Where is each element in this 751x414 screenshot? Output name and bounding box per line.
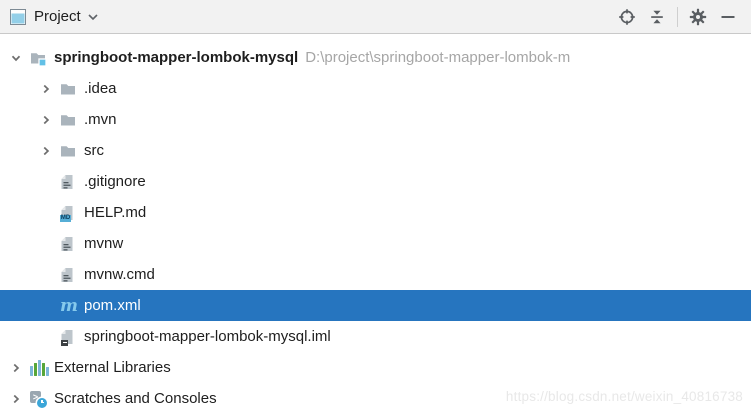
locate-file-icon[interactable] xyxy=(616,6,638,28)
maven-icon: m xyxy=(60,295,78,316)
tree-row-src[interactable]: src xyxy=(0,135,751,166)
panel-title: Project xyxy=(34,8,81,25)
chevron-right-icon[interactable] xyxy=(38,81,54,97)
chevron-down-icon[interactable] xyxy=(8,50,24,66)
iml-badge xyxy=(61,339,68,346)
tree-row-idea[interactable]: .idea xyxy=(0,73,751,104)
tree-row-iml[interactable]: springboot-mapper-lombok-mysql.iml xyxy=(0,321,751,352)
collapse-all-icon[interactable] xyxy=(646,6,668,28)
tool-window-header: Project xyxy=(0,0,751,34)
text-file-icon xyxy=(60,267,78,283)
chevron-down-icon[interactable] xyxy=(88,13,98,21)
md-badge: MD xyxy=(60,214,71,222)
chevron-right-icon[interactable] xyxy=(38,112,54,128)
folder-icon xyxy=(60,143,78,159)
tree-row-help-md[interactable]: MD HELP.md xyxy=(60,203,147,222)
tree-row-pom-xml[interactable]: m pom.xml xyxy=(0,290,751,321)
chevron-right-icon[interactable] xyxy=(8,360,24,376)
libraries-icon xyxy=(30,359,49,376)
text-file-icon xyxy=(60,174,78,190)
clock-badge xyxy=(37,397,47,408)
markdown-file-icon: MD xyxy=(60,205,78,222)
scratches-icon: > xyxy=(30,390,48,408)
tree-row-gitignore[interactable]: .gitignore xyxy=(0,166,751,197)
tree-row-mvnw[interactable]: mvnw xyxy=(0,228,751,259)
tree-row-mvnw-cmd[interactable]: mvnw.cmd xyxy=(0,259,751,290)
project-toolwindow-icon xyxy=(10,8,26,25)
folder-icon xyxy=(60,112,78,128)
tree-row-scratches-consoles[interactable]: > Scratches and Consoles xyxy=(0,383,751,414)
text-file-icon xyxy=(60,236,78,252)
project-tree: springboot-mapper-lombok-mysql D:\project… xyxy=(0,34,751,414)
folder-icon xyxy=(60,81,78,97)
hide-panel-icon[interactable] xyxy=(717,6,739,28)
iml-file-icon xyxy=(60,329,78,346)
gear-icon[interactable] xyxy=(687,6,709,28)
project-root-name: springboot-mapper-lombok-mysql xyxy=(54,48,299,66)
header-separator xyxy=(677,6,678,27)
tree-row-external-libraries[interactable]: External Libraries xyxy=(0,352,751,383)
project-root-folder-icon xyxy=(30,50,48,66)
chevron-right-icon[interactable] xyxy=(38,143,54,159)
project-root-path: D:\project\springboot-mapper-lombok-m xyxy=(305,48,571,66)
tree-row-mvn[interactable]: .mvn xyxy=(0,104,751,135)
chevron-right-icon[interactable] xyxy=(8,391,24,407)
csdn-watermark: https://blog.csdn.net/weixin_40816738 xyxy=(505,389,743,404)
tree-row-project-root[interactable]: springboot-mapper-lombok-mysql D:\project… xyxy=(0,42,751,73)
